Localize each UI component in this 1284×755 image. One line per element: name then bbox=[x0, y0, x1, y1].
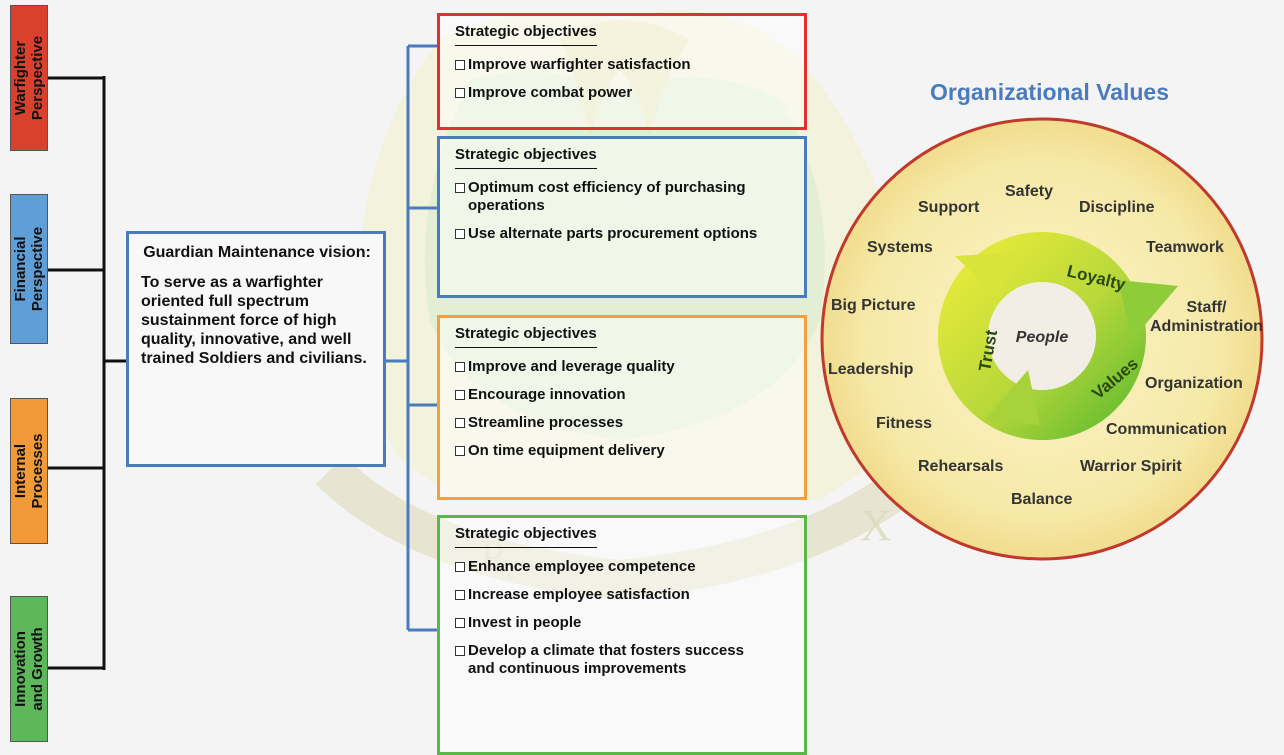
objective-text: Streamline processes bbox=[468, 414, 624, 431]
objective-text: Improve and leverage quality bbox=[468, 358, 675, 375]
objective-text: Increase employee satisfaction bbox=[468, 586, 690, 603]
checkbox-icon bbox=[455, 60, 465, 70]
values-title: Organizational Values bbox=[930, 79, 1170, 105]
objective-item: Optimum cost efficiency of purchasing op… bbox=[455, 179, 790, 215]
value-word: Fitness bbox=[876, 415, 933, 432]
perspective-innovation-growth: Innovation and Growth bbox=[10, 596, 48, 742]
checkbox-icon bbox=[455, 362, 465, 372]
objectives-financial: Strategic objectives Optimum cost effici… bbox=[437, 136, 807, 298]
objective-item: Increase employee satisfaction bbox=[455, 586, 790, 604]
checkbox-icon bbox=[455, 88, 465, 98]
objective-text: Optimum cost efficiency of purchasing op… bbox=[468, 179, 746, 214]
value-word: Safety bbox=[1005, 183, 1054, 200]
value-word: Rehearsals bbox=[918, 458, 1004, 475]
objective-item: Use alternate parts procurement options bbox=[455, 225, 790, 243]
objective-text: Improve warfighter satisfaction bbox=[468, 56, 691, 73]
cycle-center-label: People bbox=[1016, 329, 1069, 346]
value-word: Communication bbox=[1106, 421, 1227, 438]
objective-text: Invest in people bbox=[468, 614, 582, 631]
value-word: Staff/ Administration bbox=[1150, 299, 1263, 335]
objective-text: Encourage innovation bbox=[468, 386, 626, 403]
objective-item: Invest in people bbox=[455, 614, 790, 632]
checkbox-icon bbox=[455, 646, 465, 656]
value-word: Teamwork bbox=[1146, 239, 1224, 256]
objective-item: On time equipment delivery bbox=[455, 442, 790, 460]
checkbox-icon bbox=[455, 590, 465, 600]
vision-title: Guardian Maintenance vision: bbox=[143, 244, 371, 261]
value-word: Balance bbox=[1011, 491, 1073, 508]
svg-text:X: X bbox=[860, 501, 892, 550]
objective-text: Develop a climate that fosters success a… bbox=[468, 642, 744, 677]
objective-item: Encourage innovation bbox=[455, 386, 790, 404]
perspective-warfighter: Warfighter Perspective bbox=[10, 5, 48, 151]
checkbox-icon bbox=[455, 183, 465, 193]
objectives-heading: Strategic objectives bbox=[455, 146, 597, 169]
checkbox-icon bbox=[455, 446, 465, 456]
checkbox-icon bbox=[455, 418, 465, 428]
vision-text: To serve as a warfighter oriented full s… bbox=[141, 274, 367, 367]
checkbox-icon bbox=[455, 562, 465, 572]
objective-item: Develop a climate that fosters success a… bbox=[455, 642, 790, 678]
value-word: Warrior Spirit bbox=[1080, 458, 1182, 475]
cycle-arrows-icon bbox=[938, 232, 1178, 440]
objective-item: Improve combat power bbox=[455, 84, 790, 102]
value-word: Organization bbox=[1145, 375, 1243, 392]
objectives-internal-processes: Strategic objectives Improve and leverag… bbox=[437, 315, 807, 500]
svg-text:P: P bbox=[480, 531, 504, 580]
value-word: Support bbox=[918, 199, 980, 216]
checkbox-icon bbox=[455, 390, 465, 400]
objectives-heading: Strategic objectives bbox=[455, 525, 597, 548]
objective-text: Enhance employee competence bbox=[468, 558, 696, 575]
value-word: Systems bbox=[867, 239, 933, 256]
value-word: Big Picture bbox=[831, 297, 916, 314]
objectives-heading: Strategic objectives bbox=[455, 23, 597, 46]
checkbox-icon bbox=[455, 618, 465, 628]
perspective-financial: Financial Perspective bbox=[10, 194, 48, 344]
objectives-warfighter: Strategic objectives Improve warfighter … bbox=[437, 13, 807, 130]
objective-item: Improve and leverage quality bbox=[455, 358, 790, 376]
objective-text: On time equipment delivery bbox=[468, 442, 665, 459]
objective-text: Use alternate parts procurement options bbox=[468, 225, 758, 242]
perspective-internal-processes: Internal Processes bbox=[10, 398, 48, 544]
objective-text: Improve combat power bbox=[468, 84, 633, 101]
objectives-innovation-growth: Strategic objectives Enhance employee co… bbox=[437, 515, 807, 755]
objective-item: Improve warfighter satisfaction bbox=[455, 56, 790, 74]
objective-item: Enhance employee competence bbox=[455, 558, 790, 576]
value-word: Leadership bbox=[828, 361, 914, 378]
vision-box: Guardian Maintenance vision: To serve as… bbox=[126, 231, 386, 467]
objective-item: Streamline processes bbox=[455, 414, 790, 432]
objectives-heading: Strategic objectives bbox=[455, 325, 597, 348]
value-word: Discipline bbox=[1079, 199, 1155, 216]
checkbox-icon bbox=[455, 229, 465, 239]
